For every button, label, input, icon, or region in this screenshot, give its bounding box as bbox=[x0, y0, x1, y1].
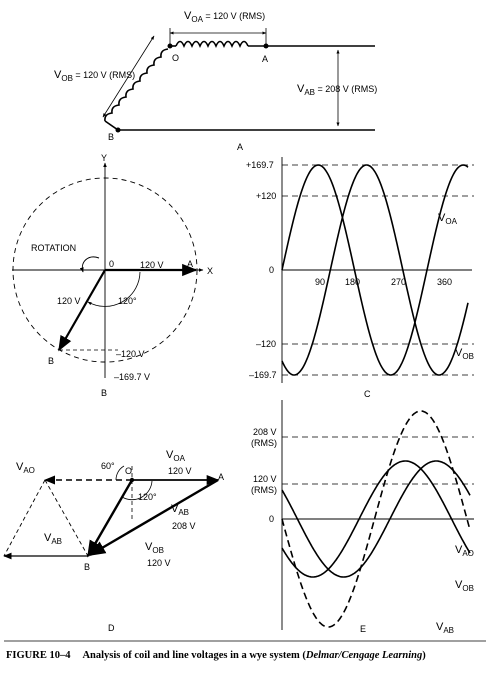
d-vob-label: VOB bbox=[145, 541, 164, 555]
ob-value-label: 120 V bbox=[57, 296, 81, 306]
d-voa-label: VOA bbox=[166, 449, 186, 463]
c-deg-360: 360 bbox=[437, 277, 452, 287]
e-tick-zero: 0 bbox=[269, 514, 274, 524]
d-origin-dot bbox=[129, 477, 135, 483]
panel-d-phasor-subtraction: VAO 60° O VOA 120 V A 120° VAB 208 V VAB… bbox=[3, 449, 224, 633]
point-a-label: A bbox=[187, 259, 193, 269]
c-tick-plus120: +120 bbox=[256, 191, 276, 201]
oa-value-label: 120 V bbox=[140, 260, 164, 270]
d-angle120-label: 120° bbox=[138, 492, 157, 502]
angle-120-arc bbox=[87, 271, 141, 307]
c-voa-label: VOA bbox=[438, 212, 458, 226]
d-dashed-to-b bbox=[44, 479, 89, 557]
panel-a-label: A bbox=[237, 142, 243, 152]
phasor-ob bbox=[58, 269, 106, 352]
d-vab2-label: VAB bbox=[44, 532, 62, 546]
d-vab-label: VAB bbox=[171, 503, 189, 517]
waveform-vab bbox=[281, 410, 471, 628]
d-voa-value: 120 V bbox=[168, 466, 192, 476]
waveform-vao bbox=[281, 460, 471, 578]
e-vab-label: VAB bbox=[436, 621, 454, 635]
waveform-vob bbox=[281, 164, 469, 376]
c-deg-180: 180 bbox=[345, 277, 360, 287]
panel-a-wye-circuit: VOA = 120 V (RMS) VOB = 120 V (RMS) VAB … bbox=[54, 10, 377, 152]
node-o-label: O bbox=[172, 53, 179, 63]
e-tick-208-rms: (RMS) bbox=[251, 438, 277, 448]
neg-169-label: –169.7 V bbox=[114, 372, 150, 382]
e-vao-label: VAO bbox=[455, 544, 474, 558]
node-b-label: B bbox=[108, 132, 114, 142]
node-a-dot bbox=[263, 43, 269, 49]
point-b-label: B bbox=[48, 356, 54, 366]
d-point-a-label: A bbox=[218, 472, 224, 482]
voa-label: VOA = 120 V (RMS) bbox=[184, 10, 265, 24]
axis-y-label: Y bbox=[101, 153, 107, 163]
node-a-label: A bbox=[262, 54, 268, 64]
d-point-o-label: O bbox=[125, 466, 132, 476]
d-vao-label: VAO bbox=[16, 461, 35, 475]
c-tick-plus169: +169.7 bbox=[246, 160, 274, 170]
coil-ob bbox=[104, 48, 169, 122]
vob-label: VOB = 120 V (RMS) bbox=[54, 69, 135, 83]
neg-120-label: –120 V bbox=[116, 349, 145, 359]
panel-d-label: D bbox=[108, 623, 115, 633]
d-dashed-left-diag bbox=[3, 479, 46, 557]
d-vob-value: 120 V bbox=[147, 558, 171, 568]
d-angle60-arc bbox=[115, 465, 125, 481]
angle-120-label: 120° bbox=[118, 296, 137, 306]
panel-e-label: E bbox=[360, 624, 366, 634]
panel-b-label: B bbox=[101, 388, 107, 398]
c-tick-minus120: –120 bbox=[256, 339, 276, 349]
e-tick-120: 120 V bbox=[253, 474, 277, 484]
vab-label: VAB = 208 V (RMS) bbox=[297, 83, 377, 97]
lead-coil-b bbox=[104, 120, 119, 131]
panel-c-label: C bbox=[364, 389, 371, 399]
c-tick-zero: 0 bbox=[269, 265, 274, 275]
coil-oa bbox=[175, 40, 249, 48]
waveform-vob-e bbox=[281, 460, 471, 578]
d-angle60-label: 60° bbox=[101, 461, 115, 471]
panel-b-phasor-diagram: Y X ROTATION 0 120 V A 120 V 120° –120 V… bbox=[12, 153, 213, 398]
c-deg-270: 270 bbox=[391, 277, 406, 287]
e-vob-label: VOB bbox=[455, 579, 474, 593]
c-vob-label: VOB bbox=[455, 347, 474, 361]
c-tick-minus169: –169.7 bbox=[249, 370, 277, 380]
panel-c-waveforms: +169.7 +120 0 –120 –169.7 90 180 270 360… bbox=[246, 157, 474, 399]
node-b-dot bbox=[115, 127, 121, 133]
node-o-dot bbox=[167, 43, 173, 49]
d-point-b-label: B bbox=[84, 562, 90, 572]
d-angle120-arc bbox=[121, 480, 153, 501]
rotation-label: ROTATION bbox=[31, 243, 76, 253]
d-vab-value: 208 V bbox=[172, 521, 196, 531]
d-phasor-ab bbox=[88, 478, 219, 557]
rotation-arrow bbox=[79, 256, 100, 273]
axis-x-label: X bbox=[207, 266, 213, 276]
e-tick-120-rms: (RMS) bbox=[251, 485, 277, 495]
e-tick-208: 208 V bbox=[253, 427, 277, 437]
panel-e-waveforms: 208 V (RMS) 120 V (RMS) 0 VAO VOB VAB E bbox=[251, 400, 474, 635]
origin-label: 0 bbox=[109, 259, 114, 269]
waveform-voa bbox=[281, 164, 469, 376]
c-deg-90: 90 bbox=[315, 277, 325, 287]
vob-arrow bbox=[102, 35, 155, 118]
